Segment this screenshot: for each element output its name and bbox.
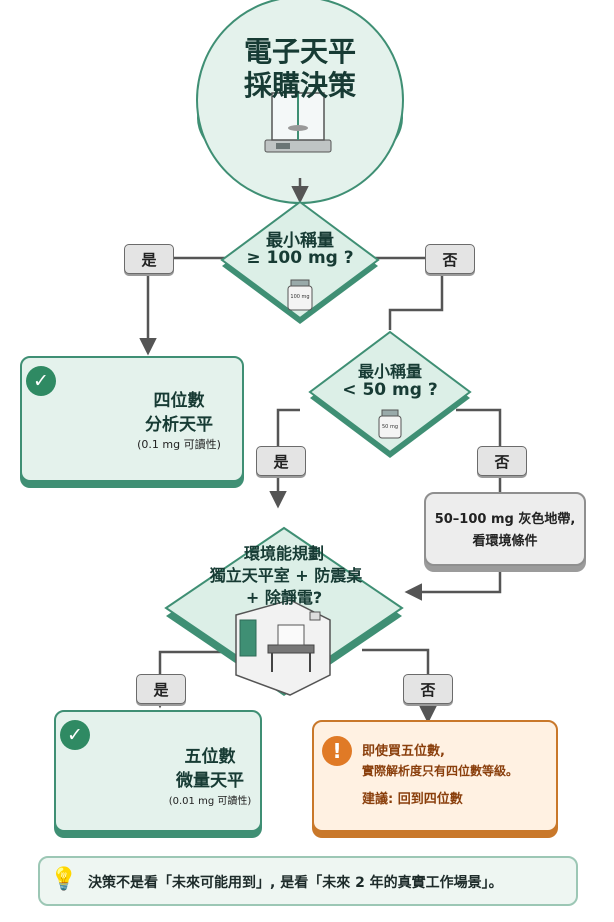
micro-line1: 五位數 [184, 747, 236, 767]
micro-line3: (0.01 mg 可讀性) [168, 796, 252, 807]
title-line1: 電子天平 [243, 35, 356, 68]
balance-icon-title [264, 92, 332, 153]
analytical-line3: (0.1 mg 可讀性) [137, 438, 221, 451]
check-icon-micro: ✓ [60, 720, 90, 750]
decision2-line2: < 50 mg ? [342, 380, 438, 400]
decision3-line3: + 除靜電? [245, 588, 323, 607]
label-yes-2: 是 [256, 446, 306, 476]
result-analytical-box [20, 356, 244, 482]
title-line2: 採購決策 [243, 69, 356, 102]
vial-label-100: 100 mg [290, 294, 310, 300]
lab-room-icon [235, 599, 331, 696]
gray-zone-line1: 50–100 mg 灰色地帶, [434, 512, 576, 527]
decision3-line2: 獨立天平室 + 防震桌 [209, 566, 363, 585]
decision2-line1: 最小稱量 [357, 362, 422, 381]
decision3-line1: 環境能規劃 [243, 544, 324, 563]
vial-icon-50 [378, 409, 402, 439]
warning-line3: 建議: 回到四位數 [362, 792, 463, 807]
footer-box [38, 856, 578, 906]
check-icon-analytical: ✓ [26, 366, 56, 396]
gray-zone-line2: 看環境條件 [472, 534, 538, 549]
label-yes-1: 是 [124, 244, 174, 274]
vial-label-50: 50 mg [382, 424, 398, 430]
label-yes-3: 是 [136, 674, 186, 704]
gray-zone-box [424, 492, 586, 566]
decision1-line2: ≥ 100 mg ? [246, 248, 354, 268]
micro-line2: 微量天平 [176, 771, 244, 791]
label-no-2: 否 [477, 446, 527, 476]
analytical-line1: 四位數 [153, 391, 205, 411]
footer-text: 決策不是看「未來可能用到」, 是看「未來 2 年的真實工作場景」。 [88, 875, 503, 891]
warning-box [312, 720, 558, 832]
vial-icon-100 [287, 279, 313, 311]
warning-icon: ! [322, 736, 352, 766]
warning-line2: 實際解析度只有四位數等級。 [362, 764, 519, 778]
lightbulb-icon: 💡 [50, 867, 78, 892]
analytical-line2: 分析天平 [145, 415, 213, 435]
decision2-diamond [308, 330, 472, 458]
decision1-diamond [220, 200, 380, 324]
warning-line1: 即使買五位數, [362, 744, 445, 759]
label-no-3: 否 [403, 674, 453, 704]
decision1-line1: 最小稱量 [266, 231, 334, 251]
label-no-1: 否 [425, 244, 475, 274]
